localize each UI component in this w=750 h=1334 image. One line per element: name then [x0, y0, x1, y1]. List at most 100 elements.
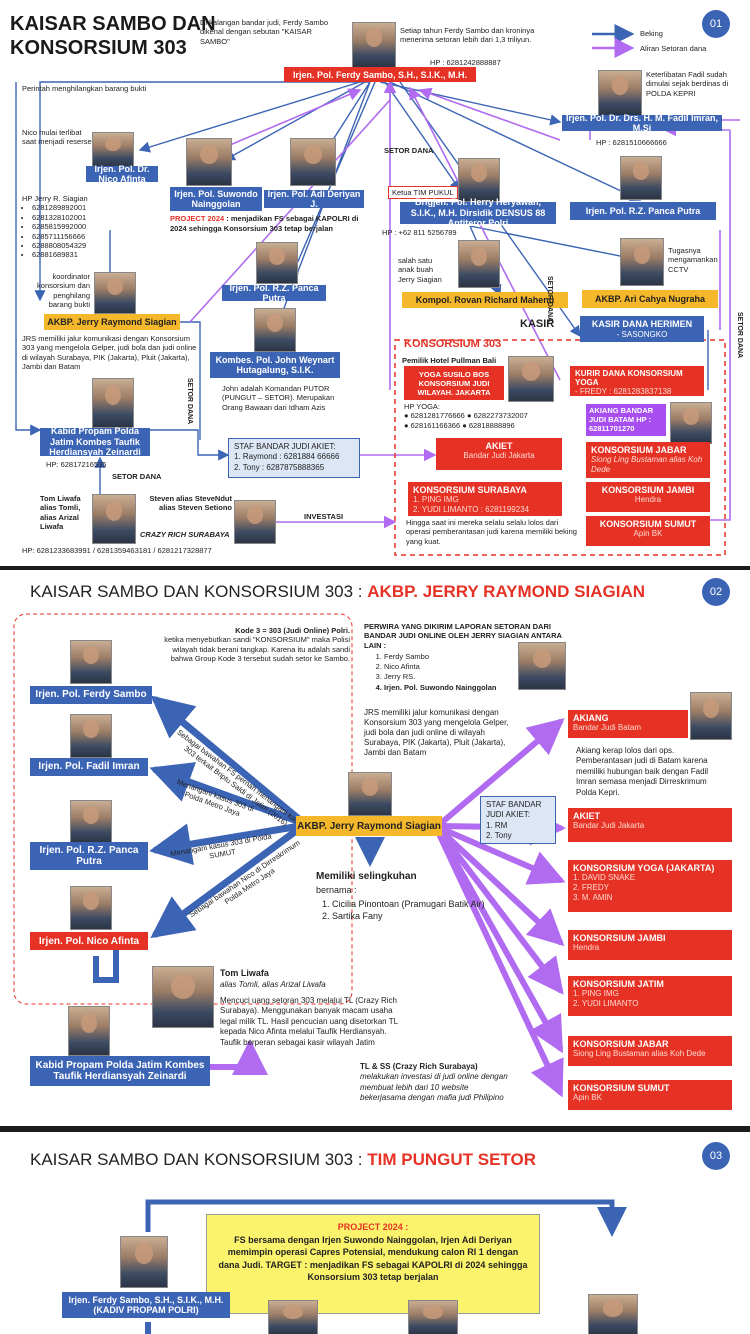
slide3-title: KAISAR SAMBO DAN KONSORSIUM 303 : TIM PU… — [30, 1150, 536, 1170]
pemilik-label: Pemilik Hotel Pullman Bali — [402, 356, 497, 365]
photo-sambo-3 — [120, 1236, 168, 1288]
slide2-arrows — [13, 613, 566, 1098]
akiang-title-2: AKIANG — [573, 713, 609, 723]
perwira-4: Irjen. Pol. Suwondo Nainggolan — [384, 683, 564, 693]
tom-alias: alias Tomli, alias Arizal Liwafa — [220, 979, 326, 989]
kode-note: Kode 3 = 303 (Judi Online) Polri. ketika… — [150, 626, 350, 664]
kode-title: Kode 3 = 303 (Judi Online) Polri. — [235, 626, 350, 635]
hp-jerry-1: 6281289892001 — [32, 203, 112, 212]
panca-right-box: Irjen. Pol. R.Z. Panca Putra — [570, 202, 716, 220]
slide-3: KAISAR SAMBO DAN KONSORSIUM 303 : TIM PU… — [0, 1132, 750, 1334]
akiang-sub-2: Bandar Judi Batam — [573, 723, 642, 732]
slide-badge-01: 01 — [702, 10, 730, 38]
perintah-note: Perintah menghilangkan barang bukti — [22, 84, 147, 93]
jabar-title: KONSORSIUM JABAR — [591, 445, 687, 455]
photo-kabid — [92, 378, 134, 428]
jambi-title-2: KONSORSIUM JAMBI — [573, 933, 666, 943]
photo-akiang-2 — [690, 692, 732, 740]
nico-box-2: Irjen. Pol. Nico Afinta — [30, 932, 148, 950]
adi-box: Irjen. Pol. Adi Deriyan J. — [264, 189, 364, 209]
yoga-sub-2: 2. FREDY — [573, 883, 610, 892]
setor-dana-side: SETOR DANA — [185, 378, 193, 425]
koordinator-note: koordinator konsorsium dan penghilang ba… — [37, 272, 90, 310]
jatim-box-2: KONSORSIUM JATIM 1. PING IMG 2. YUDI LIM… — [568, 976, 732, 1016]
slide2-title-b: AKBP. JERRY RAYMOND SIAGIAN — [367, 582, 645, 601]
selingkuh-1: Cicilia Pinontoan (Pramugari Batik Air) — [332, 898, 496, 910]
staf-2-1: 1. RM — [486, 820, 508, 830]
panca-mid-box: Irjen. Pol. R.Z. Panca Putra — [222, 283, 326, 303]
ari-note: Tugasnya mengamankan CCTV — [668, 246, 718, 274]
slide-badge-03: 03 — [702, 1142, 730, 1170]
photo-fadil — [598, 70, 642, 116]
tlss-title: TL & SS (Crazy Rich Surabaya) — [360, 1062, 478, 1071]
hp-yoga-2: 6282273732007 — [473, 411, 528, 421]
title-line-1: KAISAR SAMBO DAN — [10, 13, 216, 35]
yoga-sub-3: 3. M. AMIN — [573, 893, 613, 902]
sambo-box-2: Irjen. Pol. Ferdy Sambo — [30, 686, 152, 704]
hp-yoga-row-2: ● 628161166366 ● 62818888896 — [404, 420, 515, 430]
slide-badge-02: 02 — [702, 578, 730, 606]
fadil-box: Irjen. Pol. Dr. Drs. H. M. Fadil Imran, … — [562, 113, 722, 133]
yoga-title-2: KONSORSIUM YOGA (JAKARTA) — [573, 863, 715, 873]
suwondo-box: Irjen. Pol. Suwondo Nainggolan — [170, 187, 262, 211]
sumut-box: KONSORSIUM SUMUT Apin BK — [586, 516, 710, 546]
perwira-list: PERWIRA YANG DIKIRIM LAPORAN SETORAN DAR… — [364, 622, 564, 693]
slide-2: KAISAR SAMBO DAN KONSORSIUM 303 : AKBP. … — [0, 570, 750, 1126]
photo-left-3 — [268, 1300, 318, 1334]
panca-box-2: Irjen. Pol. R.Z. Panca Putra — [30, 842, 148, 870]
photo-jerry-2 — [348, 772, 392, 816]
herry-box: Brigjen. Pol. Herry Heryawan, S.I.K., M.… — [400, 197, 556, 228]
hp-jerry-5: 6288808054329 — [32, 241, 112, 250]
tom-name: Tom Liwafa — [220, 968, 269, 978]
jambi-box: KONSORSIUM JAMBI Hendra — [586, 482, 710, 512]
setor-dana-bottom: SETOR DANA — [112, 472, 162, 481]
slide-1: KAISAR SAMBO DAN KONSORSIUM 303 Di kalan… — [0, 0, 750, 566]
tlss-block: TL & SS (Crazy Rich Surabaya) melakukan … — [360, 1062, 510, 1104]
staf-title-2: STAF BANDAR JUDI AKIET: — [486, 800, 542, 820]
photo-steven — [234, 500, 276, 544]
photo-john — [254, 308, 296, 352]
fadil-note: Keterlibatan Fadil sudah dimulai sejak b… — [646, 70, 729, 98]
intro-text: Di kalangan bandar judi, Ferdy Sambo dik… — [200, 18, 328, 46]
jambi-box-2: KONSORSIUM JAMBI Hendra — [568, 930, 732, 960]
kabid-box-2: Kabid Propam Polda Jatim Kombes Taufik H… — [30, 1056, 210, 1086]
akiet-sub-2: Bandar Judi Jakarta — [573, 821, 645, 830]
fadil-box-2: Irjen. Pol. Fadil Imran — [30, 758, 148, 776]
staf-1: 1. Raymond : 6281884 66666 — [234, 452, 340, 462]
kurir-title: KURIR DANA KONSORSIUM YOGA — [575, 369, 683, 387]
rovan-note: salah satu anak buah Jerry Siagian — [398, 256, 442, 284]
hp-yoga-1: 6281281776666 — [410, 411, 465, 421]
jrs-text-2: JRS memiliki jalur komunikasi dengan Kon… — [364, 708, 509, 757]
jabar-title-2: KONSORSIUM JABAR — [573, 1039, 669, 1049]
staf-akiet-box-2: STAF BANDAR JUDI AKIET: 1. RM 2. Tony — [480, 796, 556, 844]
project-box-3: PROJECT 2024 : FS bersama dengan Irjen S… — [206, 1214, 540, 1314]
akiang-box: AKIANG BANDAR JUDI BATAM HP : 6281170127… — [586, 404, 666, 436]
rovan-box: Kompol. Rovan Richard Mahenu — [402, 292, 568, 308]
john-box: Kombes. Pol. John Weynart Hutagalung, S.… — [210, 352, 340, 378]
jrs-text: JRS memiliki jalur komunikasi dengan Kon… — [22, 334, 197, 372]
photo-tom — [92, 494, 136, 544]
photo-nico-2 — [70, 886, 112, 930]
photo-sambo — [352, 22, 396, 68]
jabar-sub-2: Siong Ling Bustaman alias Koh Dede — [573, 1049, 706, 1058]
konsorsium-title: KONSORSIUM 303 — [404, 338, 502, 350]
project-label: PROJECT 2024 — [170, 214, 225, 223]
surabaya-sub-2: 2. YUDI LIMANTO : 6281199234 — [413, 505, 530, 514]
crazy-rich-label: CRAZY RICH SURABAYA — [140, 530, 230, 539]
perwira-2: Nico Afinta — [384, 662, 564, 672]
surabaya-sub-1: 1. PING IMG — [413, 495, 459, 504]
slide2-title-a: KAISAR SAMBO DAN KONSORSIUM 303 : — [30, 582, 363, 601]
steven-note: Steven alias SteveNdut alias Steven Seti… — [149, 494, 232, 513]
kasir-dana-sub: - SASONGKO — [616, 329, 668, 339]
jabar-sub: Siong Ling Bustaman alias Koh Dede — [591, 455, 703, 474]
jatim-sub-1: 1. PING IMG — [573, 989, 619, 998]
kasir-dana-title: KASIR DANA HERIMEN — [591, 319, 693, 330]
akiet-sub: Bandar Judi Jakarta — [463, 451, 535, 460]
jatim-sub-2: 2. YUDI LIMANTO — [573, 999, 639, 1008]
tom-text: Mencuci uang setoran 303 melalui TL (Cra… — [220, 996, 398, 1047]
kasir-dana-box: KASIR DANA HERIMEN - SASONGKO — [580, 316, 704, 342]
staf-title: STAF BANDAR JUDI AKIET: — [234, 442, 336, 451]
setor-dana-vertical-left: SETOR DANA — [546, 276, 553, 323]
kasir-label: KASIR — [520, 318, 555, 330]
jerry-box-2: AKBP. Jerry Raymond Siagian — [296, 816, 442, 836]
